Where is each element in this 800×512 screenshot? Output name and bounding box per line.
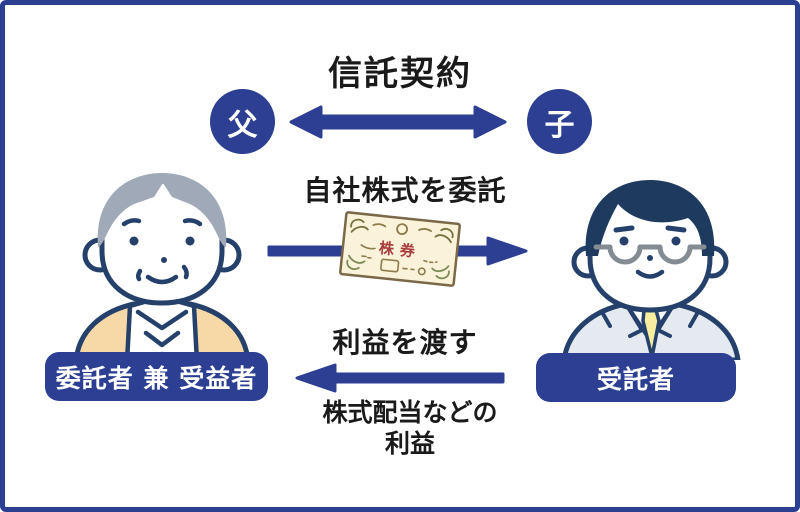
child-badge-label: 子 [544, 107, 575, 143]
businessman-head [571, 180, 729, 313]
entrust-label: 自社株式を委託 [303, 174, 507, 207]
elderly-man-body [73, 294, 251, 362]
businessman-icon [561, 180, 741, 360]
certificate-label: 株券 [378, 239, 422, 261]
diagram-title: 信託契約 [328, 54, 472, 94]
settlor-beneficiary-label: 委託者 兼 受益者 [55, 363, 258, 393]
settlor-beneficiary-pill: 委託者 兼 受益者 [45, 352, 268, 401]
dividend-note: 株式配当などの 利益 [290, 397, 530, 460]
father-badge-label: 父 [227, 107, 258, 143]
businessman-face-features [613, 225, 687, 279]
trustee-pill: 受託者 [536, 353, 736, 402]
father-badge: 父 [210, 89, 275, 154]
gray-hair [97, 173, 227, 247]
certificate-scribbles [360, 244, 438, 276]
navy-hair [585, 180, 715, 256]
elderly-man-icon [73, 173, 251, 362]
trustee-label: 受託者 [596, 364, 675, 394]
businessman-body [561, 301, 741, 360]
profit-label: 利益を渡す [332, 326, 478, 359]
glasses-icon [593, 244, 707, 265]
dividend-note-line2: 利益 [384, 429, 435, 459]
elderly-man-head [82, 173, 242, 306]
double-headed-arrow-icon [289, 105, 507, 139]
dividend-note-line1: 株式配当などの [322, 398, 498, 427]
elderly-man-face-features [121, 218, 203, 285]
child-badge: 子 [527, 89, 592, 154]
stock-certificate-icon: 株券 [339, 211, 461, 287]
left-arrow-icon [295, 363, 505, 393]
certificate-ornaments [346, 218, 454, 280]
